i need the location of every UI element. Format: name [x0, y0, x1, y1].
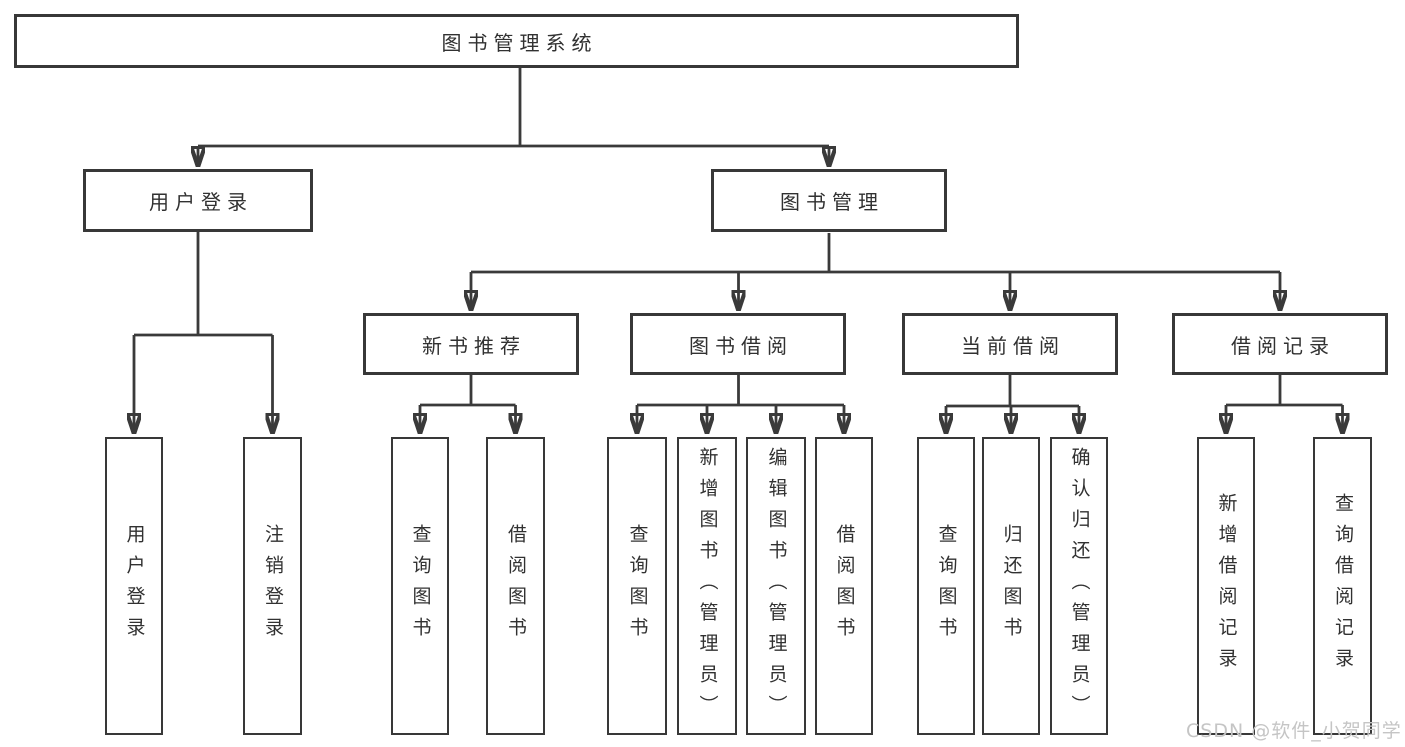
connector-book-mgmt-to-level3 — [471, 233, 1280, 309]
node-book-management-branch: 图书管理 — [711, 169, 947, 232]
node-library-management-system: 图书管理系统 — [14, 14, 1019, 68]
node-label: 新增借阅记录 — [1215, 493, 1238, 679]
node-label: 确认归还（管理员） — [1068, 446, 1091, 726]
node-label: 查询图书 — [409, 524, 432, 648]
node-edit-books-admin: 编辑图书（管理员） — [746, 437, 806, 735]
csdn-watermark: CSDN @软件_小贺同学 — [1186, 720, 1402, 742]
connector-root-to-level2 — [198, 68, 829, 165]
node-query-borrow-record: 查询借阅记录 — [1313, 437, 1372, 735]
connector-borrow-record-children — [1226, 375, 1343, 432]
node-label: 查询图书 — [626, 524, 649, 648]
connector-user-login-children — [134, 232, 273, 432]
node-label: 新增图书（管理员） — [696, 446, 719, 726]
node-label: 借阅图书 — [505, 524, 527, 648]
node-current-borrowing: 当前借阅 — [902, 313, 1118, 375]
node-return-books: 归还图书 — [982, 437, 1040, 735]
connector-book-borrow-children — [637, 375, 844, 432]
node-new-book-recommendation: 新书推荐 — [363, 313, 579, 375]
node-label: 用户登录 — [123, 524, 146, 648]
node-query-books-rec: 查询图书 — [391, 437, 449, 735]
node-label: 查询借阅记录 — [1332, 493, 1354, 679]
node-logout-leaf: 注销登录 — [243, 437, 302, 735]
node-query-books-current: 查询图书 — [917, 437, 975, 735]
node-label: 注销登录 — [262, 524, 284, 648]
node-borrow-books: 借阅图书 — [815, 437, 873, 735]
node-borrow-books-rec: 借阅图书 — [486, 437, 545, 735]
node-borrowing-records: 借阅记录 — [1172, 313, 1388, 375]
node-user-login-leaf: 用户登录 — [105, 437, 163, 735]
node-add-borrow-record: 新增借阅记录 — [1197, 437, 1255, 735]
node-confirm-return-admin: 确认归还（管理员） — [1050, 437, 1108, 735]
node-query-books-borrow: 查询图书 — [607, 437, 667, 735]
connector-current-borrow-children — [946, 375, 1079, 432]
node-book-borrowing: 图书借阅 — [630, 313, 846, 375]
node-label: 借阅图书 — [833, 524, 856, 648]
node-label: 查询图书 — [935, 524, 958, 648]
node-label: 编辑图书（管理员） — [765, 446, 788, 726]
node-user-login-branch: 用户登录 — [83, 169, 313, 232]
connector-new-book-rec-children — [420, 375, 516, 432]
node-label: 归还图书 — [1000, 524, 1023, 648]
node-add-books-admin: 新增图书（管理员） — [677, 437, 737, 735]
